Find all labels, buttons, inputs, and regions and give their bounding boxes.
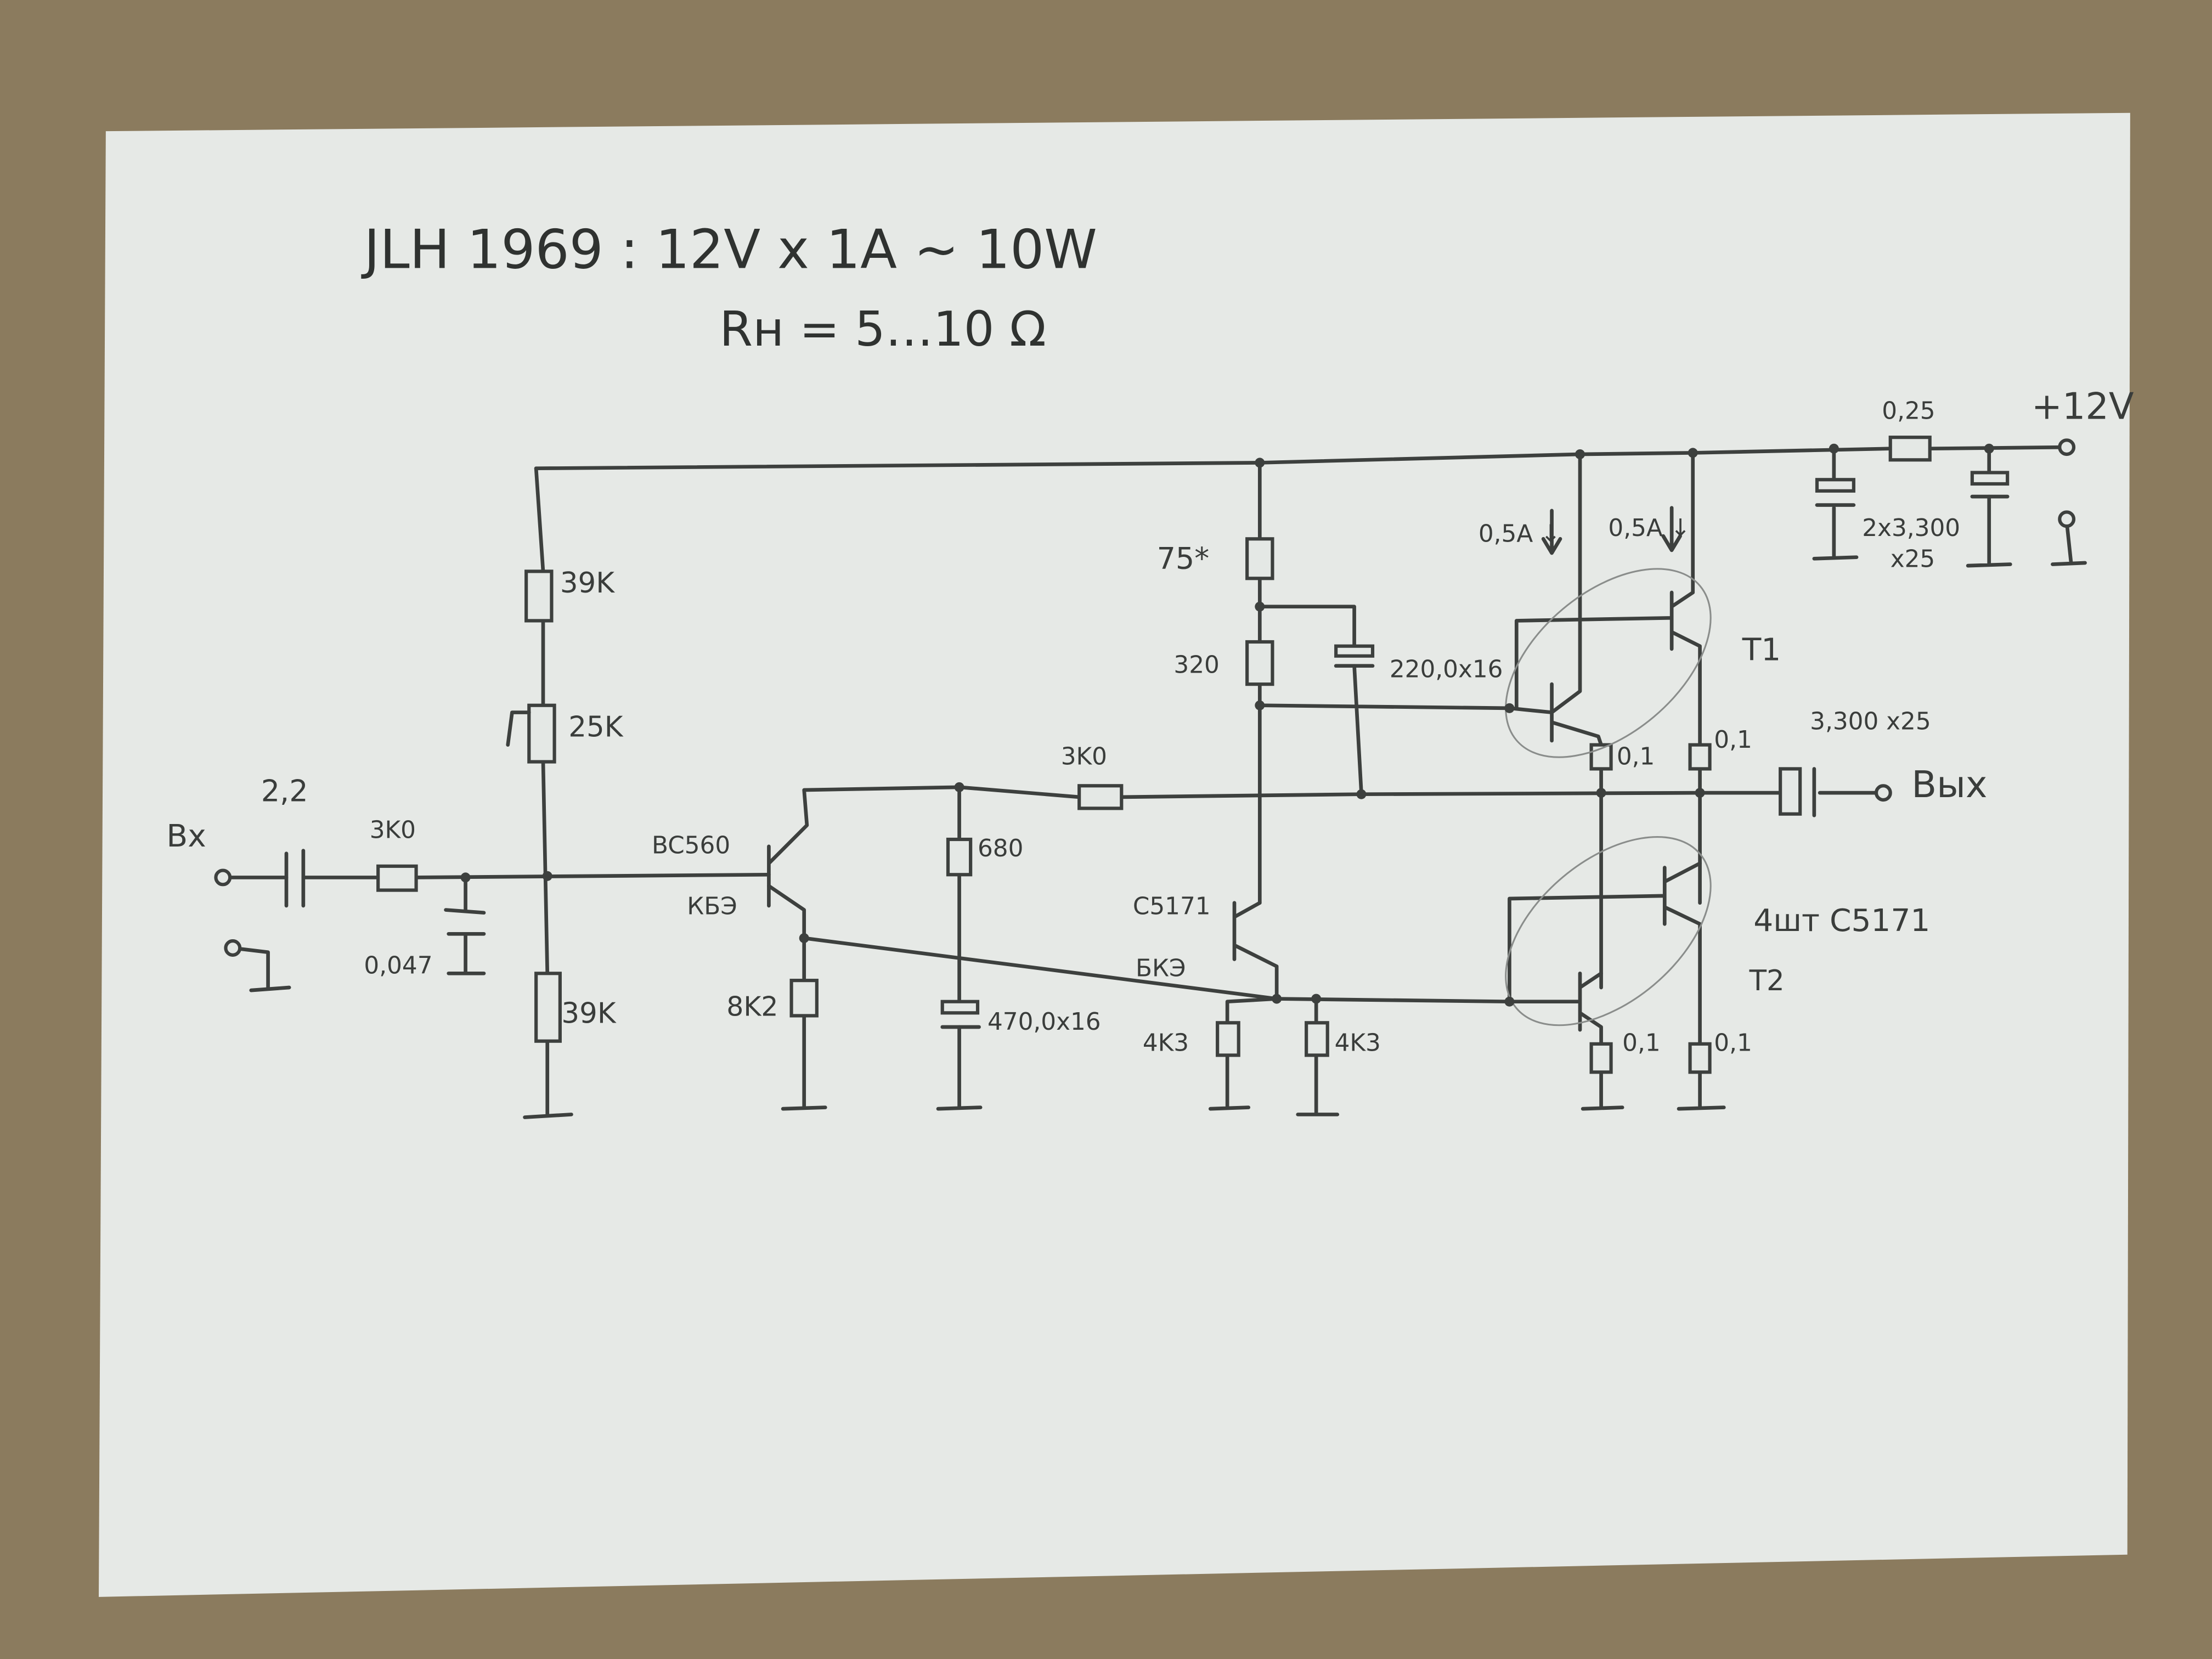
label-r-supply: 0,25 (1882, 397, 1935, 425)
junction-dots (460, 443, 1994, 1007)
capacitor-470-plate (940, 1000, 980, 1015)
component-labels: Вх Вых +12V 2,2 3K0 0,047 39K 25K 39K BC… (166, 385, 2134, 1057)
label-c-bootstrap: 220,0x16 (1390, 655, 1503, 683)
label-r-4k3-left: 4K3 (1143, 1029, 1189, 1057)
resistor-4k3-left (1216, 1021, 1240, 1057)
pair-outline-t1 (1505, 568, 1712, 758)
label-r-bias-top: 39K (560, 567, 615, 600)
label-c-supply-voltage: x25 (1891, 545, 1935, 573)
label-r-in: 3K0 (370, 816, 416, 844)
resistor-emitter-2 (1688, 743, 1712, 771)
ground-terminal[interactable] (224, 939, 242, 957)
resistor-emitter-4 (1688, 1042, 1712, 1074)
resistor-680 (946, 837, 973, 877)
current-arrow-right (1661, 506, 1682, 552)
label-supply: +12V (2032, 385, 2134, 428)
label-t2: T2 (1749, 964, 1785, 997)
resistor-39k-bottom (534, 972, 562, 1043)
resistor-emitter-3 (1589, 1042, 1613, 1074)
label-c-out: 3,300 x25 (1810, 707, 1931, 735)
resistor-39k-top (524, 569, 554, 623)
supply-terminal[interactable] (2058, 438, 2076, 456)
label-c-fb: 470,0x16 (988, 1008, 1101, 1036)
pair-outline-t2 (1505, 836, 1712, 1026)
resistor-supply-025 (1888, 436, 1932, 462)
label-r-e2: 0,1 (1714, 726, 1752, 754)
capacitor-input (284, 849, 306, 908)
potentiometer-wiper (506, 710, 531, 747)
resistor-input-3k0 (376, 864, 418, 892)
input-terminal[interactable] (214, 868, 232, 887)
label-r-emitter-q1: 8K2 (726, 991, 778, 1022)
label-q1-type: BC560 (652, 832, 730, 860)
current-arrow-left (1541, 509, 1562, 555)
load-resistance: Rн = 5…10 Ω (719, 301, 1046, 357)
label-current-right: 0,5A ↓ (1608, 514, 1690, 542)
potentiometer-25k (527, 703, 556, 764)
capacitor-220-plate (1334, 644, 1375, 658)
capacitor-supply-1-plate (1815, 478, 1855, 493)
capacitor-supply-2-plate (1970, 471, 2010, 486)
components (214, 436, 2076, 1074)
resistor-feedback-3k0 (1077, 784, 1124, 810)
wires (224, 445, 2087, 1119)
label-r-e4: 0,1 (1714, 1029, 1752, 1057)
label-r-fb-shunt: 680 (978, 834, 1023, 862)
capacitor-output-plate (1779, 767, 1802, 816)
label-input: Вх (166, 818, 206, 854)
label-r-75: 75* (1157, 541, 1210, 575)
label-r-fb: 3K0 (1061, 743, 1107, 771)
label-r-e3: 0,1 (1622, 1029, 1661, 1057)
label-t1: T1 (1742, 631, 1781, 668)
label-r-e1: 0,1 (1617, 743, 1655, 771)
label-r-320: 320 (1173, 651, 1219, 679)
label-pot-bias: 25K (568, 710, 623, 743)
capacitor-0047 (444, 908, 486, 936)
label-c-filter-in: 0,047 (364, 951, 432, 979)
label-q2-pins: БКЭ (1136, 954, 1186, 982)
supply-ground-terminal[interactable] (2058, 510, 2076, 528)
label-out-transistors: 4шт C5171 (1753, 902, 1930, 939)
label-output: Вых (1911, 763, 1987, 806)
schematic-title: JLH 1969 : 12V x 1A ~ 10W (360, 219, 1097, 281)
label-q1-pins: КБЭ (687, 892, 737, 920)
paper-sheet (99, 112, 2130, 1597)
resistor-320 (1245, 640, 1274, 686)
resistor-4k3-right (1305, 1021, 1329, 1057)
label-c-in: 2,2 (261, 774, 308, 809)
label-c-supply: 2x3,300 (1862, 514, 1960, 542)
label-r-bias-bottom: 39K (561, 997, 616, 1030)
resistor-8k2 (789, 979, 819, 1018)
label-r-4k3-right: 4K3 (1335, 1029, 1381, 1057)
label-current-left: 0,5A ↓ (1479, 520, 1561, 548)
resistor-75 (1245, 537, 1274, 580)
label-q2-type: C5171 (1133, 892, 1211, 920)
output-terminal[interactable] (1874, 784, 1892, 802)
